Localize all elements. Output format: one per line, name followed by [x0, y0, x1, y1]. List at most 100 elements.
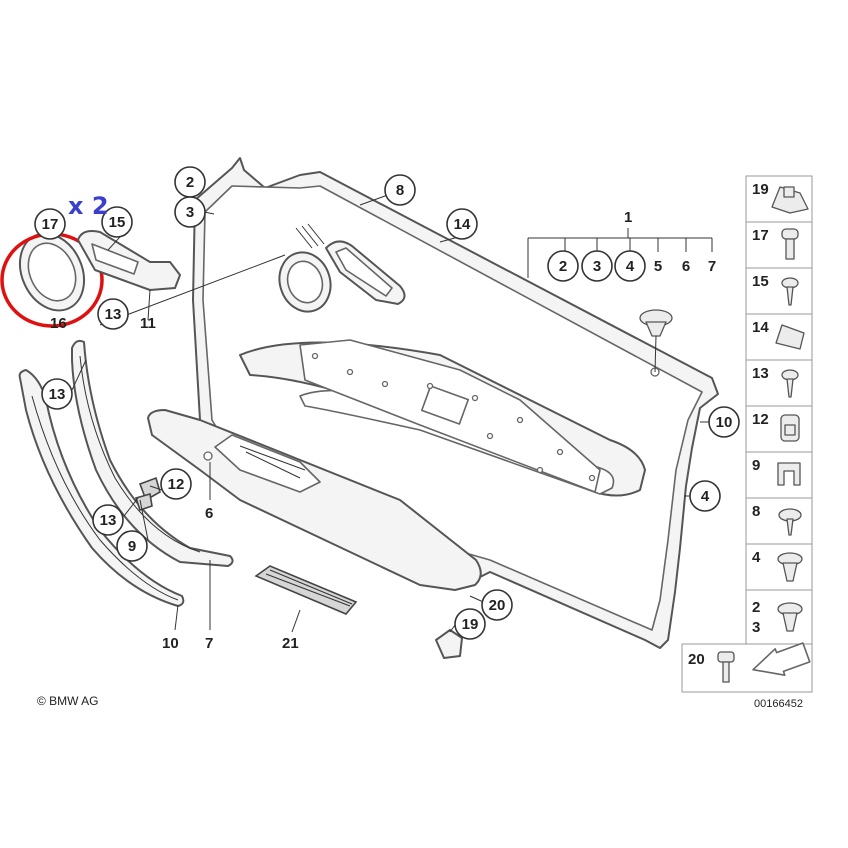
- legend-row: 17: [745, 221, 813, 269]
- spring-clip-icon: [777, 462, 801, 486]
- legend-row: 4: [745, 543, 813, 591]
- legend-row: 23: [745, 589, 813, 645]
- rivet-icon: [781, 228, 799, 260]
- legend-label: 4: [752, 549, 761, 566]
- bolt-icon: [717, 651, 735, 683]
- kit-item-label: 3: [593, 258, 601, 275]
- legend-row: 8: [745, 497, 813, 545]
- callout-number: 12: [168, 476, 185, 493]
- kit-item-label: 7: [708, 258, 716, 275]
- kit-item-label: 5: [654, 258, 662, 275]
- legend-row: 13: [745, 359, 813, 407]
- callout-number: 13: [49, 386, 66, 403]
- kit-item-4: 4: [614, 250, 646, 282]
- callout-number: 9: [128, 538, 136, 555]
- legend-row: 15: [745, 267, 813, 315]
- label-6: 6: [205, 505, 213, 522]
- callout-c20: 20: [481, 589, 513, 621]
- callout-c13c: 13: [92, 504, 124, 536]
- callout-c17: 17: [34, 208, 66, 240]
- clip-nut-icon: [771, 186, 809, 214]
- legend-row: 19: [745, 175, 813, 223]
- label-16: 16: [50, 315, 67, 332]
- callout-c2a: 2: [174, 166, 206, 198]
- mounting-boss: [420, 385, 470, 425]
- speaker-cover: [18, 232, 86, 312]
- callout-number: 17: [42, 216, 59, 233]
- part-19-cap: [435, 629, 463, 659]
- kit-item-label: 6: [682, 258, 690, 275]
- callout-number: 2: [186, 174, 194, 191]
- kit-item-5: 5: [654, 258, 662, 275]
- callout-c3a: 3: [174, 196, 206, 228]
- label-10-bottom: 10: [162, 635, 179, 652]
- expanding-rivet-icon: [777, 552, 803, 582]
- legend-label: 12: [752, 411, 769, 428]
- legend-row: 9: [745, 451, 813, 499]
- direction-arrow-icon: [752, 642, 811, 676]
- armrest-handle: [147, 409, 482, 591]
- legend-row: 14: [745, 313, 813, 361]
- kit-item-label: 4: [626, 258, 635, 275]
- callout-c19: 19: [454, 608, 486, 640]
- kit-label: 1: [624, 209, 632, 226]
- quantity-note: x 2: [68, 192, 109, 220]
- callout-number: 4: [701, 488, 710, 505]
- leader-lines: [71, 191, 713, 633]
- part-5-clip: [639, 309, 673, 337]
- callout-c14: 14: [446, 208, 478, 240]
- callout-number: 19: [462, 616, 479, 633]
- handle-insert: [77, 230, 181, 291]
- legend-label: 9: [752, 457, 760, 474]
- callout-number: 13: [100, 512, 117, 529]
- legend-label: 14: [752, 319, 769, 336]
- screw-icon: [781, 369, 799, 398]
- sleeve-icon: [780, 414, 800, 442]
- expanding-rivet-icon: [777, 602, 803, 632]
- kit-item-3: 3: [581, 250, 613, 282]
- legend-label: 15: [752, 273, 769, 290]
- kit-item-7: 7: [708, 258, 716, 275]
- callout-c15: 15: [101, 206, 133, 238]
- callout-c8: 8: [384, 174, 416, 206]
- callout-number: 14: [454, 216, 471, 233]
- label-21: 21: [282, 635, 299, 652]
- callout-number: 13: [105, 306, 122, 323]
- callout-number: 3: [186, 204, 194, 221]
- legend-label: 19: [752, 181, 769, 198]
- washer-screw-icon: [778, 508, 802, 536]
- copyright-text: © BMW AG: [37, 694, 99, 708]
- legend-label: 3: [752, 619, 760, 636]
- callout-c10b: 10: [708, 406, 740, 438]
- callout-number: 8: [396, 182, 404, 199]
- door-trim-panel: [192, 157, 719, 649]
- callout-c13a: 13: [97, 298, 129, 330]
- label-11: 11: [140, 315, 156, 332]
- kit-item-6: 6: [682, 258, 690, 275]
- kit-item-2: 2: [547, 250, 579, 282]
- part-21-mat: [254, 565, 358, 615]
- legend-label: 17: [752, 227, 769, 244]
- legend-label: 20: [688, 651, 705, 668]
- trim-strip-10: [18, 369, 185, 607]
- callout-c4: 4: [689, 480, 721, 512]
- legend-label: 8: [752, 503, 760, 520]
- legend-label: 13: [752, 365, 769, 382]
- bracket-clip-icon: [775, 324, 805, 350]
- callout-number: 10: [716, 414, 733, 431]
- screw-icon: [781, 277, 799, 306]
- kit-items: 2 3 4 5 6 7: [547, 250, 716, 282]
- callout-c9: 9: [116, 530, 148, 562]
- legend-row: 12: [745, 405, 813, 453]
- drawing-number: 00166452: [754, 698, 803, 710]
- callout-number: 20: [489, 597, 506, 614]
- callout-c12: 12: [160, 468, 192, 500]
- label-7: 7: [205, 635, 213, 652]
- callout-number: 15: [109, 214, 126, 231]
- kit-item-label: 2: [559, 258, 567, 275]
- legend-label: 2: [752, 599, 760, 616]
- callout-c13b: 13: [41, 378, 73, 410]
